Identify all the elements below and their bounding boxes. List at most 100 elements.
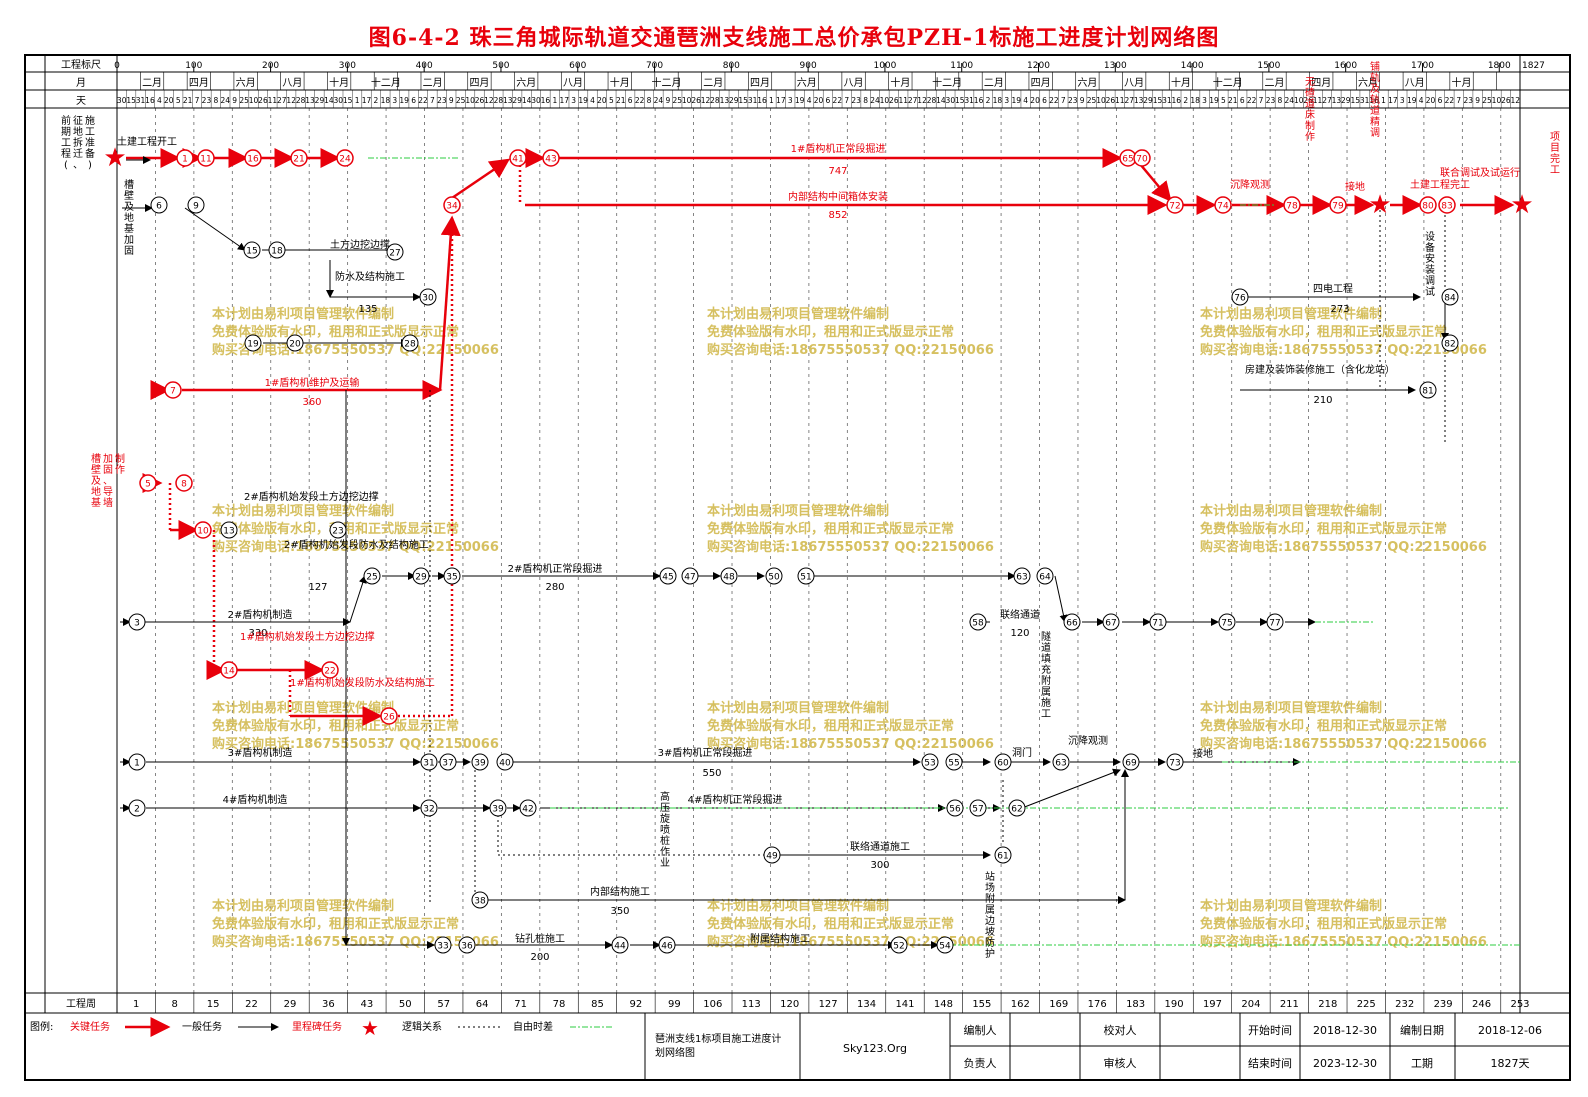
watermark-text: 本计划由易利项目管理软件编制 (212, 898, 394, 914)
day-number: 21 (1228, 96, 1238, 105)
node-circle (1036, 567, 1054, 585)
watermark-text: 本计划由易利项目管理软件编制 (1200, 306, 1382, 322)
label-char: 护 (985, 947, 995, 960)
footer-made-value: 2018-12-06 (1478, 1024, 1542, 1037)
day-number: 24 (870, 96, 880, 105)
node-number: 83 (1441, 202, 1452, 212)
month-name: 四月 (1311, 77, 1331, 89)
day-number: 21 (183, 96, 193, 105)
footer-project-name: 琶洲支线1标项目施工进度计 (655, 1032, 781, 1045)
watermark-text: 免费体验版有水印，租用和正式版显示正常 (212, 916, 459, 932)
label-char: 喷 (660, 824, 670, 836)
day-number: 18 (381, 96, 391, 105)
day-number: 7 (1061, 96, 1066, 105)
task-label: 联络通道施工 (850, 840, 910, 853)
task-label: 2#盾构机始发段防水及结构施工 (284, 538, 429, 551)
day-number: 7 (1456, 96, 1461, 105)
day-number: 8 (213, 96, 218, 105)
day-number: 1 (769, 96, 774, 105)
day-number: 17 (1388, 96, 1398, 105)
node-number: 1 (182, 155, 188, 165)
week-number: 15 (207, 999, 220, 1010)
node-number: 21 (293, 155, 304, 165)
node-circle (321, 661, 339, 679)
month-name: 四月 (189, 77, 209, 89)
node-number: 18 (271, 247, 283, 257)
node-number: 63 (1016, 573, 1027, 583)
ruler-tick-label: 1500 (1257, 61, 1280, 71)
day-number: 3 (1202, 96, 1207, 105)
day-number: 30 (531, 96, 541, 105)
day-number: 28 (710, 96, 720, 105)
day-number: 19 (1011, 96, 1021, 105)
week-number: 1 (133, 999, 139, 1010)
month-name: 二月 (1264, 77, 1284, 89)
day-number: 6 (1042, 96, 1047, 105)
watermark-text: 购买咨询电话:18675550537 QQ:22150066 (1200, 539, 1487, 555)
week-number: 78 (553, 999, 566, 1010)
label-char: 壁 (124, 189, 134, 202)
week-number: 50 (399, 999, 412, 1010)
node-circle (220, 661, 238, 679)
day-number: 15 (343, 96, 353, 105)
node-circle (509, 149, 527, 167)
ruler-tick-label: 1300 (1104, 61, 1127, 71)
ruler-tick-label: 1400 (1181, 61, 1204, 71)
month-name: 十月 (610, 76, 630, 89)
node-number: 66 (1066, 619, 1078, 629)
node-circle (443, 196, 461, 214)
day-number: 22 (418, 96, 428, 105)
day-number: 11 (898, 96, 908, 105)
day-number: 27 (1124, 96, 1134, 105)
node-number: 76 (1234, 294, 1246, 304)
label-char: 准 (85, 137, 95, 149)
month-name: 十月 (1452, 76, 1472, 89)
month-name: 八月 (844, 77, 864, 89)
day-number: 10 (465, 96, 475, 105)
node-circle (286, 334, 304, 352)
day-number: 3 (1400, 96, 1405, 105)
node-circle (439, 753, 457, 771)
week-number: 204 (1241, 999, 1260, 1010)
node-number: 77 (1269, 619, 1280, 629)
day-number: 18 (993, 96, 1003, 105)
node-circle (1231, 288, 1249, 306)
node-circle (921, 753, 939, 771)
label-char: 试 (1425, 285, 1435, 298)
general-arrow (184, 207, 246, 251)
day-number: 10 (249, 96, 259, 105)
watermark-text: 购买咨询电话:18675550537 QQ:22150066 (1200, 736, 1487, 752)
footer-period-label: 工期 (1411, 1057, 1433, 1070)
ruler-tick-label: 1827 (1522, 61, 1545, 71)
label-char: 目 (1550, 143, 1560, 154)
task-label: 防水及结构施工 (335, 270, 405, 283)
node-number: 51 (800, 573, 811, 583)
task-label: 洞门 (1012, 746, 1032, 759)
task-label: 四电工程 (1313, 282, 1353, 295)
label-char: 轨 (1370, 71, 1380, 84)
node-circle (128, 613, 146, 631)
node-circle (681, 567, 699, 585)
day-number: 7 (430, 96, 435, 105)
day-number: 9 (232, 96, 237, 105)
node-number: 56 (949, 805, 961, 815)
task-label: 联络通道 (1000, 608, 1040, 621)
node-number: 11 (200, 155, 211, 165)
milestone-star: ★ (103, 143, 126, 173)
day-number: 20 (1030, 96, 1040, 105)
footer-end-label: 结束时间 (1248, 1057, 1292, 1070)
node-number: 74 (1217, 202, 1229, 212)
node-circle (187, 196, 205, 214)
label-char: 防 (985, 936, 995, 949)
day-number: 17 (776, 96, 786, 105)
node-number: 71 (1152, 619, 1163, 629)
label-char: 工 (85, 127, 95, 138)
node-circle (936, 936, 954, 954)
node-circle (139, 474, 157, 492)
month-name: 十月 (329, 76, 349, 89)
legend-float-label: 自由时差 (513, 1020, 553, 1033)
